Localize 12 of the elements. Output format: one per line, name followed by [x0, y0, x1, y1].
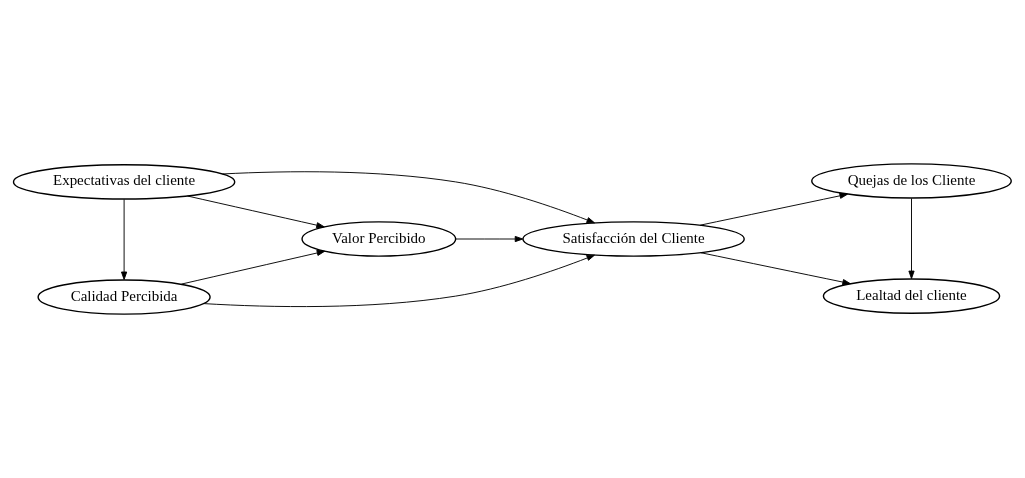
arrow	[203, 254, 595, 308]
arrow	[455, 235, 524, 243]
arrow	[700, 252, 851, 286]
arrow	[181, 249, 326, 285]
arrow	[121, 198, 128, 280]
arrow	[222, 171, 595, 224]
arrow	[187, 195, 325, 229]
node-ellipse: Calidad Percibida	[37, 279, 211, 315]
node-ellipse: Satisfacción del Cliente	[522, 221, 745, 257]
arrow	[699, 192, 848, 226]
arrow	[908, 198, 915, 280]
node-ellipse: Expectativas del cliente	[12, 164, 236, 200]
